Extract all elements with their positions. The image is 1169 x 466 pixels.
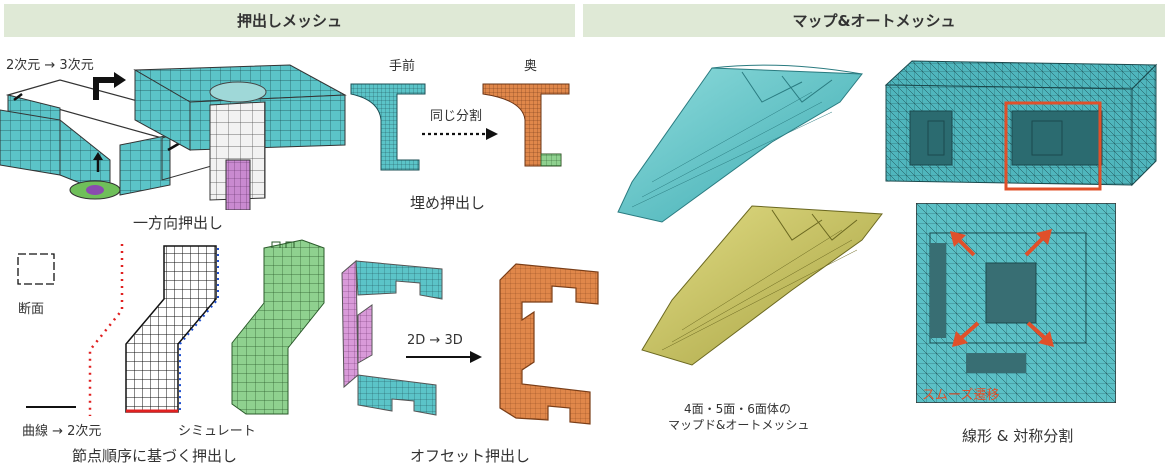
- section-shape-icon: [17, 253, 55, 285]
- simulated-wireframe-mesh: [125, 245, 219, 413]
- 2d-3d-label: 2D → 3D: [407, 333, 463, 348]
- section-label: 断面: [18, 302, 45, 317]
- offset-2d-shell: [341, 259, 443, 416]
- dotted-arrow-icon: [422, 128, 498, 140]
- auto-mesh-block: [884, 60, 1158, 191]
- olive-wing-mesh: [641, 205, 883, 366]
- map-auto-caption-2: マップド&オートメッシュ: [668, 418, 810, 432]
- same-division-label: 同じ分割: [430, 109, 483, 124]
- node-order-label: 節点順序に基づく押出し: [72, 447, 238, 465]
- linear-symmetric-label: 線形 & 対称分割: [962, 427, 1074, 445]
- smooth-transition-zoom: [916, 203, 1116, 403]
- curve-black-line: [26, 406, 76, 408]
- red-dotted-curve: [88, 244, 124, 416]
- green-extruded-solid: [231, 239, 325, 415]
- back-ibeam-section: [482, 83, 570, 167]
- back-label: 奥: [524, 59, 538, 74]
- smooth-transition-label: スムーズ遷移: [922, 388, 1000, 403]
- dim-label-2d-3d: 2次元 → 3次元: [6, 58, 94, 73]
- one-direction-extrude-figure: [0, 64, 347, 210]
- map-auto-caption-1: 4面・5面・6面体の: [684, 402, 791, 416]
- offset-3d-solid: [499, 263, 599, 425]
- offset-arrow-icon: [406, 351, 482, 363]
- simulate-label: シミュレート: [178, 424, 256, 439]
- cyan-wing-mesh: [617, 64, 863, 223]
- header-extrude-mesh: 押出しメッシュ: [4, 4, 575, 37]
- front-label: 手前: [389, 59, 416, 74]
- front-ibeam-section: [350, 83, 426, 171]
- one-direction-label: 一方向押出し: [133, 214, 224, 232]
- offset-extrude-label: オフセット押出し: [410, 447, 531, 465]
- curve-2d-label: 曲線 → 2次元: [22, 424, 102, 439]
- fill-extrude-label: 埋め押出し: [410, 194, 486, 212]
- header-map-auto-mesh: マップ&オートメッシュ: [583, 4, 1165, 37]
